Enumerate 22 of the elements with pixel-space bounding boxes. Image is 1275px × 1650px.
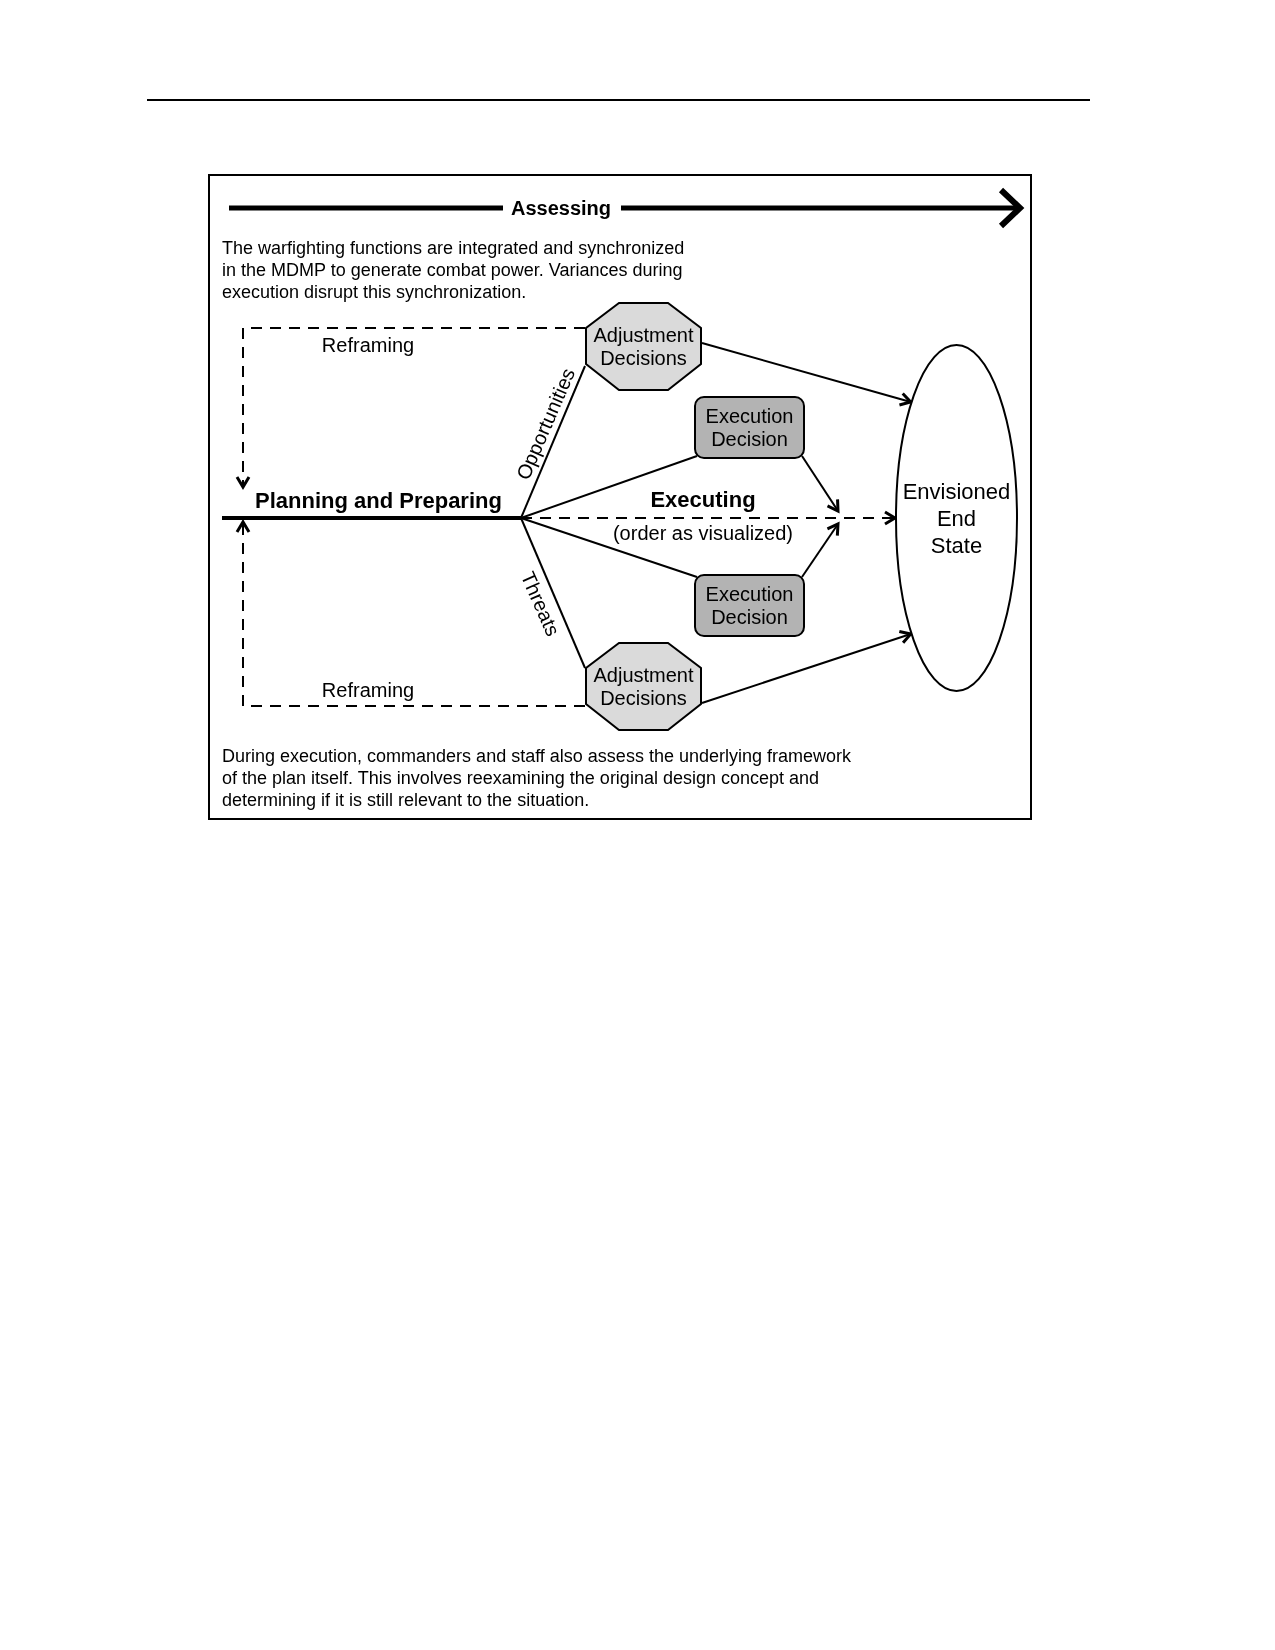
connector-line — [520, 517, 586, 669]
arrow — [701, 342, 913, 407]
node-label: Adjustment Decisions — [593, 323, 694, 370]
node-label: Envisioned End State — [901, 477, 1012, 559]
decision-box — [694, 396, 805, 459]
arrow-label: Assessing — [510, 196, 612, 220]
node-label: Execution Decision — [705, 404, 794, 451]
node-label: Execution Decision — [705, 582, 794, 629]
arrow — [801, 455, 840, 513]
note-text: The warfighting functions are integrated and synchronized in the MDMP to generate combat power. Variances during execution disrupt this synchronization. — [222, 237, 686, 303]
dashed-arrow — [235, 520, 586, 707]
node-label: Adjustment Decisions — [593, 663, 694, 710]
connector-line — [520, 365, 586, 519]
dashed-arrow — [235, 327, 586, 489]
phase-label: Planning and Preparing — [255, 488, 502, 514]
connector-line — [520, 517, 698, 578]
arrow — [701, 629, 913, 704]
arrow — [801, 522, 840, 578]
decision-box — [694, 574, 805, 637]
dashed-arrow — [520, 510, 897, 526]
note-text: During execution, commanders and staff also assess the underlying framework of the plan itself. This involves reexamining the original design concept and determining if it is still relevant to the situation. — [222, 745, 852, 811]
connector-line — [520, 455, 698, 519]
